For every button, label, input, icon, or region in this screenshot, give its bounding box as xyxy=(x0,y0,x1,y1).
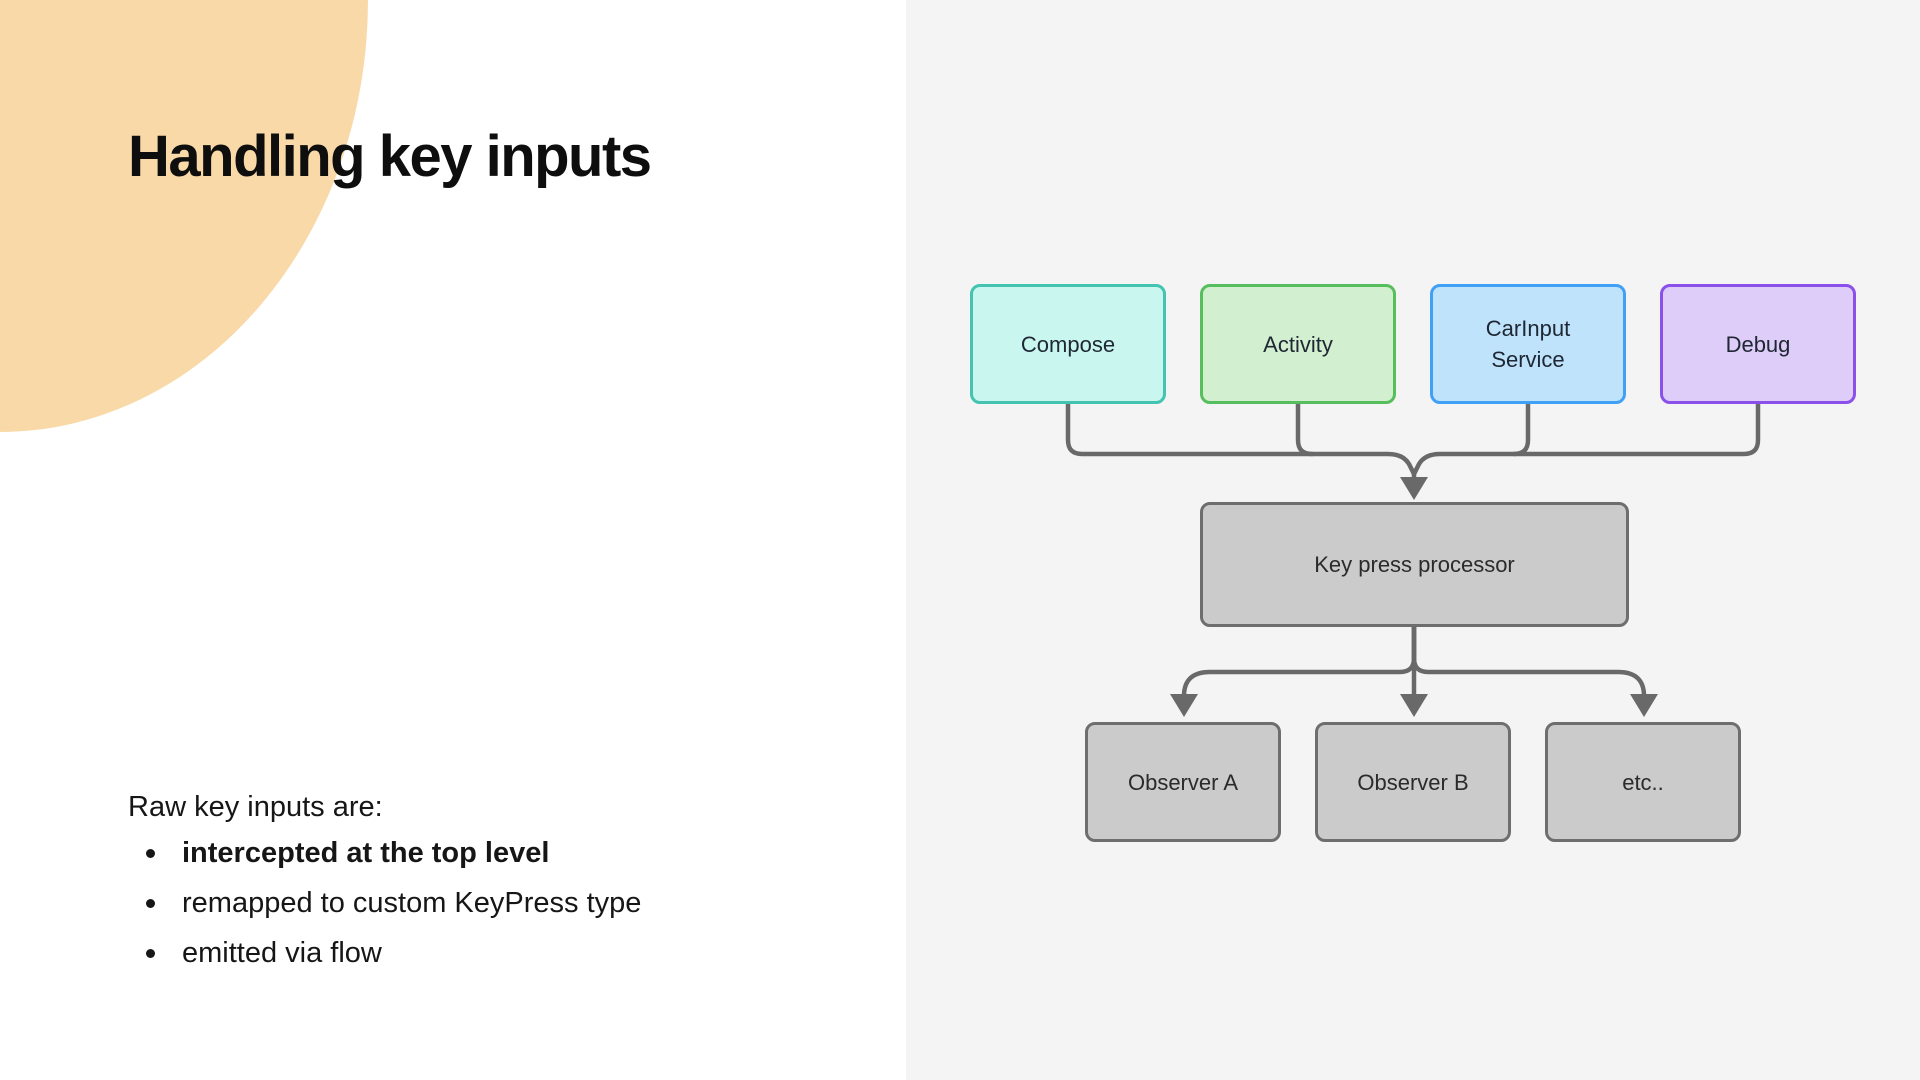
node-label: Activity xyxy=(1263,331,1333,357)
node-label: Debug xyxy=(1725,331,1791,357)
node-observer-b: Observer B xyxy=(1315,722,1511,842)
bullet-item: emitted via flow xyxy=(128,928,808,978)
bullet-dot-icon xyxy=(146,849,155,858)
body-text-block: Raw key inputs are: intercepted at the t… xyxy=(128,786,808,978)
bullet-dot-icon xyxy=(146,899,155,908)
node-activity: Activity xyxy=(1200,284,1396,404)
bullet-item-label: remapped to custom KeyPress type xyxy=(182,887,642,919)
bullet-item-label: emitted via flow xyxy=(182,937,382,969)
slide-title: Handling key inputs xyxy=(128,124,652,189)
node-compose: Compose xyxy=(970,284,1166,404)
node-label: etc.. xyxy=(1622,769,1664,795)
node-etc: etc.. xyxy=(1545,722,1741,842)
node-carinput-service: CarInput Service xyxy=(1430,284,1626,404)
bullet-list: intercepted at the top level remapped to… xyxy=(128,828,808,978)
node-label: CarInput Service xyxy=(1485,316,1571,372)
bullet-item-label: intercepted at the top level xyxy=(182,837,550,869)
bullet-item: intercepted at the top level xyxy=(128,828,808,878)
decorative-quarter-circle xyxy=(0,0,368,432)
bullet-item: remapped to custom KeyPress type xyxy=(128,878,808,928)
node-label: Key press processor xyxy=(1314,552,1515,577)
bullet-list-intro: Raw key inputs are: xyxy=(128,791,383,823)
node-label: Observer A xyxy=(1127,769,1239,795)
node-debug: Debug xyxy=(1660,284,1856,404)
node-observer-a: Observer A xyxy=(1085,722,1281,842)
node-label: Observer B xyxy=(1357,769,1469,795)
node-label: Compose xyxy=(1020,331,1116,357)
node-key-press-processor: Key press processor xyxy=(1200,502,1629,627)
bullet-dot-icon xyxy=(146,949,155,958)
